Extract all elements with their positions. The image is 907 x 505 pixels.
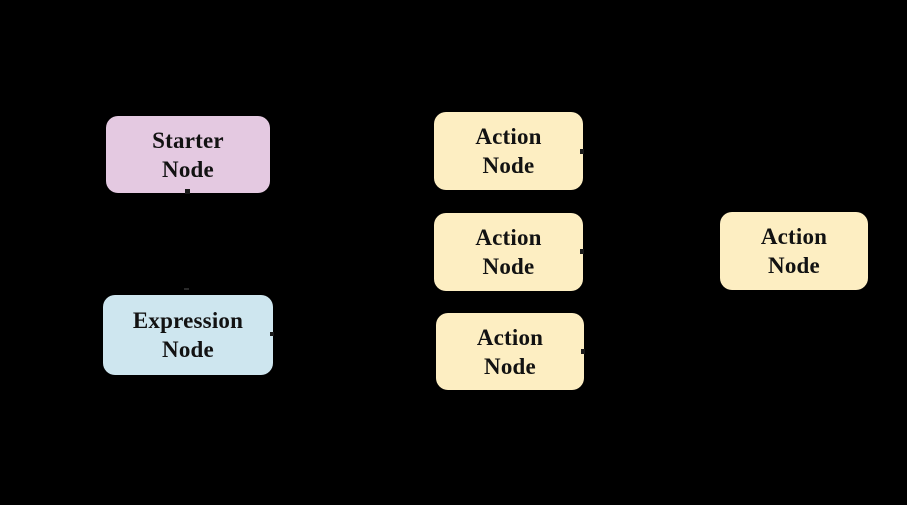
starter-node: Starter Node bbox=[106, 116, 270, 193]
edge-endpoint-dot bbox=[270, 332, 274, 336]
action-node-right-label: Action Node bbox=[760, 224, 828, 278]
expression-node: Expression Node bbox=[103, 295, 273, 375]
expression-node-label: Expression Node bbox=[132, 308, 244, 362]
edge-endpoint-dot bbox=[580, 149, 584, 154]
action-node-3: Action Node bbox=[436, 313, 584, 390]
starter-node-label: Starter Node bbox=[152, 127, 224, 182]
action-node-2: Action Node bbox=[434, 213, 583, 291]
edge-endpoint-dot bbox=[580, 249, 584, 254]
edge-endpoint-dot bbox=[581, 349, 585, 354]
action-node-1: Action Node bbox=[434, 112, 583, 190]
action-node-2-label: Action Node bbox=[475, 225, 542, 279]
edge-endpoint-dot bbox=[185, 189, 190, 194]
action-node-3-label: Action Node bbox=[476, 324, 544, 379]
action-node-1-label: Action Node bbox=[475, 124, 542, 178]
action-node-right: Action Node bbox=[720, 212, 868, 290]
edge-endpoint-dot bbox=[184, 288, 189, 290]
